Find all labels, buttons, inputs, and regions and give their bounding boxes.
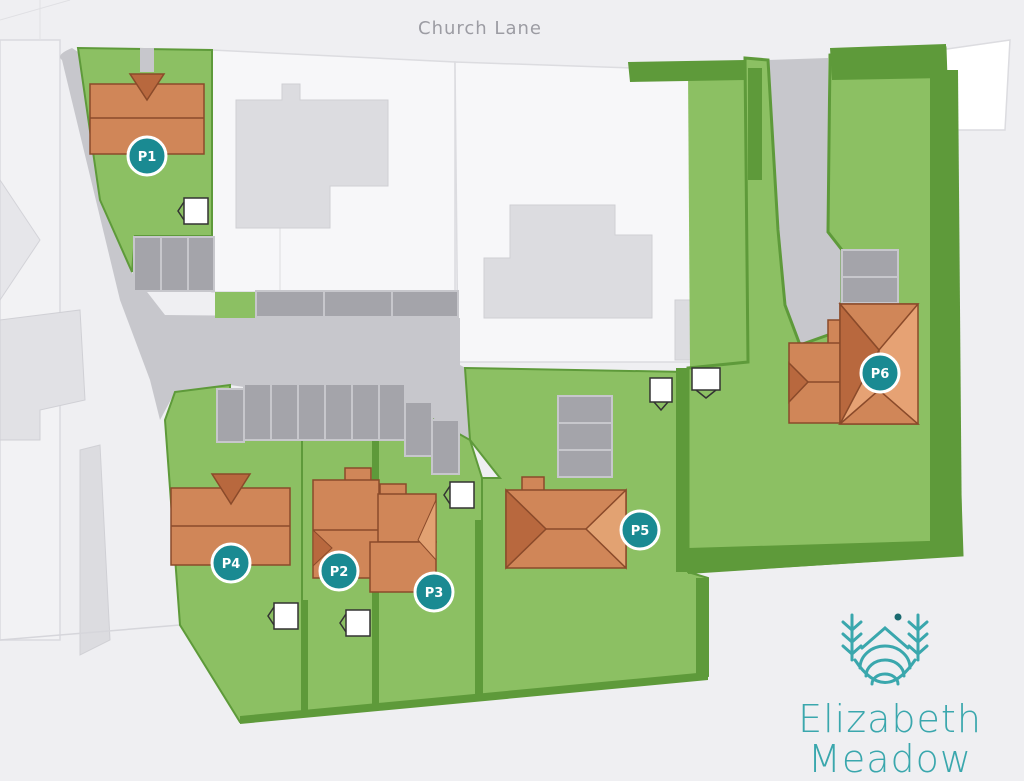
shed-icon bbox=[691, 367, 721, 399]
shed-icon bbox=[177, 197, 209, 225]
plot-label: P1 bbox=[138, 150, 157, 165]
sheds bbox=[177, 197, 721, 637]
logo-trees-house-icon bbox=[841, 613, 929, 686]
plot-marker-p4[interactable]: P4 bbox=[210, 542, 252, 584]
plot-marker-p2[interactable]: P2 bbox=[318, 550, 360, 592]
plot-marker-p5[interactable]: P5 bbox=[619, 509, 661, 551]
plot-label: P2 bbox=[330, 565, 349, 580]
brand-line-2: Meadow bbox=[808, 737, 972, 781]
lawn-p6 bbox=[688, 68, 748, 370]
shed-icon bbox=[649, 377, 673, 412]
shed-icon bbox=[339, 609, 371, 637]
plot-marker-p6[interactable]: P6 bbox=[859, 352, 901, 394]
road-name-label: Church Lane bbox=[418, 18, 542, 39]
parking-bays bbox=[133, 236, 899, 478]
verge bbox=[215, 292, 255, 318]
plot-marker-p3[interactable]: P3 bbox=[413, 571, 455, 613]
house-p3 bbox=[369, 483, 437, 593]
plot-label: P4 bbox=[222, 557, 241, 572]
plot-label: P5 bbox=[631, 524, 650, 539]
neighbour-land bbox=[0, 0, 1011, 656]
house-p5 bbox=[505, 476, 627, 570]
neighbour-plots bbox=[211, 49, 749, 363]
brand-line-1: Elizabeth bbox=[798, 697, 982, 741]
plot-markers: P1 P2 P3 P4 P5 P6 bbox=[126, 135, 901, 613]
brand-name: Elizabeth Meadow bbox=[760, 700, 1020, 778]
shed-icon bbox=[443, 481, 475, 509]
plot-marker-p1[interactable]: P1 bbox=[126, 135, 168, 177]
shed-icon bbox=[267, 602, 299, 630]
plot-label: P3 bbox=[425, 586, 444, 601]
plot-label: P6 bbox=[871, 367, 890, 382]
hedges bbox=[240, 44, 962, 724]
